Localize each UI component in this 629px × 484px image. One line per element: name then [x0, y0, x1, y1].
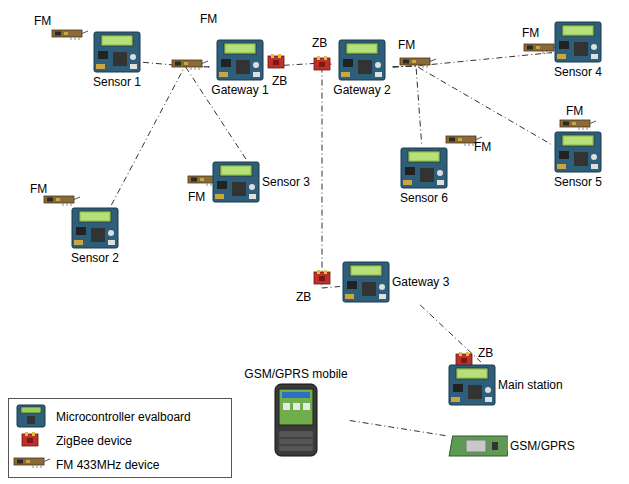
board-illustration — [554, 131, 602, 173]
device-tag: FM — [30, 182, 47, 196]
link-line — [393, 66, 422, 145]
device-tag: FM — [522, 26, 539, 40]
fm-device — [52, 30, 88, 40]
board-illustration — [554, 21, 602, 63]
device-tag: ZB — [478, 346, 493, 360]
legend-fm-icon — [14, 458, 50, 468]
device-tag: ZB — [272, 74, 287, 88]
node-label: Gateway 1 — [211, 83, 268, 97]
evalboard-node: Sensor 3 — [210, 159, 312, 205]
board-illustration — [338, 39, 386, 81]
evalboard-node: Sensor 5 — [552, 129, 604, 191]
node-label: Sensor 5 — [554, 175, 602, 189]
node-label: Sensor 1 — [93, 75, 141, 89]
board-illustration — [93, 31, 141, 73]
legend-board-icon — [17, 405, 45, 427]
device-tag: FM — [474, 140, 491, 154]
node-label: Main station — [498, 378, 563, 392]
device-tag: FM — [398, 38, 415, 52]
device-tag: FM — [200, 12, 217, 26]
legend-text: ZigBee device — [56, 434, 132, 448]
zigbee-device — [314, 270, 330, 284]
fm-device — [560, 120, 596, 130]
device-tag: FM — [566, 104, 583, 118]
evalboard-node: Sensor 4 — [552, 19, 604, 81]
device-tag: ZB — [312, 36, 327, 50]
device-tag: FM — [188, 190, 205, 204]
board-illustration — [212, 161, 260, 203]
legend-text: Microcontroller evalboard — [56, 410, 191, 424]
fm-device — [400, 58, 436, 68]
node-label: Gateway 2 — [333, 83, 390, 97]
node-label: Gateway 3 — [392, 275, 449, 289]
evalboard-node: Main station — [446, 362, 565, 408]
zigbee-device — [456, 352, 472, 366]
evalboard-node: Gateway 1 — [209, 37, 270, 99]
modem-node: GSM/GPRS — [446, 432, 577, 460]
node-label: GSM/GPRS mobile — [244, 367, 347, 381]
node-label: Sensor 4 — [554, 65, 602, 79]
fm-device — [44, 196, 80, 206]
board-illustration — [216, 39, 264, 81]
mobile-node: GSM/GPRS mobile — [242, 365, 349, 459]
board-illustration — [342, 261, 390, 303]
zigbee-device — [268, 54, 284, 68]
node-label: GSM/GPRS — [510, 439, 575, 453]
node-label: Sensor 3 — [262, 175, 310, 189]
board-illustration — [71, 207, 119, 249]
node-label: Sensor 2 — [71, 251, 119, 265]
card-illustration — [448, 434, 508, 458]
link-line — [420, 305, 481, 362]
evalboard-node: Gateway 2 — [331, 37, 392, 99]
evalboard-node: Sensor 1 — [91, 29, 143, 91]
evalboard-node: Sensor 6 — [398, 145, 450, 207]
legend-text: FM 433MHz device — [56, 458, 159, 472]
evalboard-node: Sensor 2 — [69, 205, 121, 267]
device-tag: ZB — [296, 290, 311, 304]
node-label: Sensor 6 — [400, 191, 448, 205]
link-line — [393, 66, 552, 145]
legend-zigbee-icon — [22, 432, 38, 446]
link-line — [350, 421, 446, 436]
fm-device — [172, 60, 208, 70]
evalboard-node: Gateway 3 — [340, 259, 451, 305]
device-tag: FM — [34, 14, 51, 28]
board-illustration — [448, 364, 496, 406]
board-illustration — [400, 147, 448, 189]
zigbee-device — [314, 56, 330, 70]
phone-illustration — [274, 383, 318, 457]
